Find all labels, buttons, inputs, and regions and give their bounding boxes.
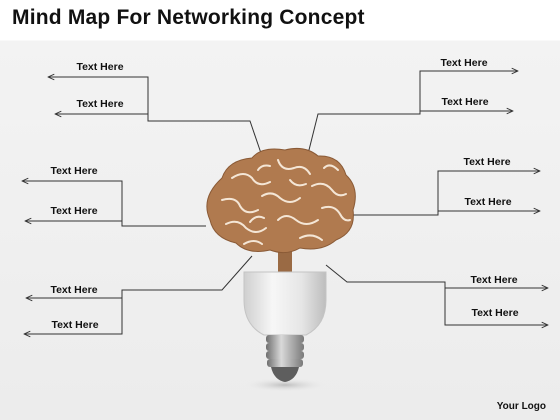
branch-label: Text Here	[440, 57, 487, 69]
branch-label: Text Here	[471, 307, 518, 319]
branch-label: Text Here	[463, 156, 510, 168]
branch-label: Text Here	[50, 205, 97, 217]
branch-label: Text Here	[50, 284, 97, 296]
branch-label: Text Here	[51, 319, 98, 331]
brain-lightbulb-icon	[206, 148, 356, 392]
branch-label: Text Here	[50, 165, 97, 177]
branch-label: Text Here	[441, 96, 488, 108]
branch-label: Text Here	[76, 98, 123, 110]
branch-label: Text Here	[470, 274, 517, 286]
branch-label: Text Here	[76, 61, 123, 73]
connector-lines	[22, 71, 548, 334]
branch-label: Text Here	[464, 196, 511, 208]
page-title: Mind Map For Networking Concept	[12, 6, 365, 29]
logo-text: Your Logo	[496, 401, 546, 412]
